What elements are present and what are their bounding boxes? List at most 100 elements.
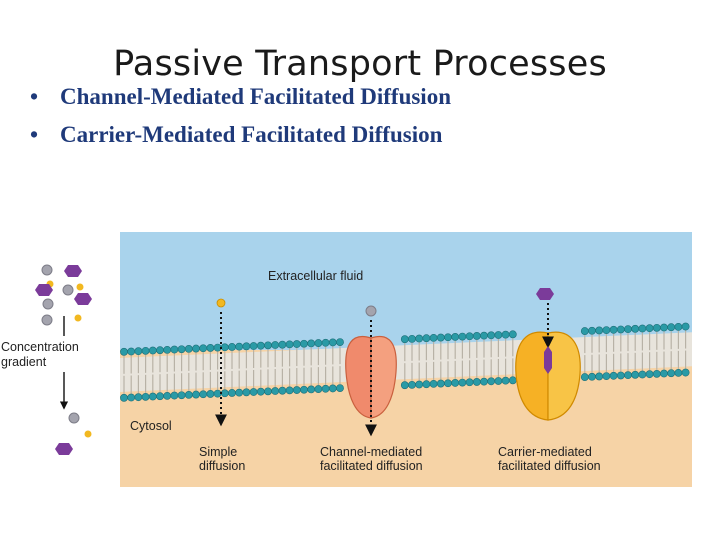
lipid-head bbox=[422, 334, 431, 343]
lipid-head bbox=[285, 340, 294, 349]
lipid-head bbox=[192, 344, 200, 353]
bullet-text-carrier: Carrier-Mediated Facilitated Diffusion bbox=[60, 122, 443, 147]
hexagon-molecule bbox=[536, 288, 554, 300]
lipid-head bbox=[256, 341, 265, 350]
lipid-head bbox=[199, 390, 208, 399]
hexagon-molecule bbox=[35, 284, 53, 296]
lipid-head bbox=[328, 338, 337, 347]
lipid-head bbox=[616, 371, 625, 380]
lipid-head bbox=[472, 378, 481, 386]
gray-molecule bbox=[41, 264, 53, 276]
lipid-head bbox=[141, 346, 150, 355]
lipid-head bbox=[336, 384, 344, 392]
bullet-item: •Carrier-Mediated Facilitated Diffusion bbox=[30, 122, 451, 160]
lipid-head bbox=[228, 343, 236, 351]
lipid-head bbox=[667, 323, 676, 332]
lipid-head bbox=[156, 392, 164, 401]
lipid-head bbox=[602, 326, 611, 335]
simple-diffusion-path bbox=[215, 298, 227, 427]
lipid-head bbox=[429, 333, 438, 342]
carrier-protein bbox=[515, 288, 581, 421]
lipid-head bbox=[256, 387, 265, 396]
small-molecule bbox=[74, 314, 82, 322]
lipid-head bbox=[480, 377, 488, 386]
lipid-head bbox=[624, 371, 632, 380]
gradient-label-line2: gradient bbox=[1, 355, 47, 369]
lipid-head bbox=[163, 391, 172, 400]
slide-title: Passive Transport Processes bbox=[113, 44, 607, 84]
lipid-head bbox=[458, 332, 467, 341]
lipid-head bbox=[206, 344, 215, 352]
lipid-head bbox=[494, 377, 503, 385]
lipid-head bbox=[292, 340, 301, 348]
gray-molecule bbox=[68, 412, 80, 424]
lipid-head bbox=[242, 388, 251, 397]
extracellular-label: Extracellular fluid bbox=[268, 269, 363, 283]
lipid-head bbox=[314, 339, 323, 347]
lipid-head bbox=[120, 393, 128, 402]
lipid-head bbox=[472, 332, 481, 340]
lipid-head bbox=[631, 324, 640, 333]
carrier-protein-right bbox=[547, 331, 581, 421]
lipid-head bbox=[681, 322, 690, 331]
channel-mediated-label-line2: facilitated diffusion bbox=[320, 459, 423, 473]
lipid-head bbox=[336, 338, 344, 346]
small-molecule bbox=[216, 298, 226, 308]
lipid-head bbox=[235, 388, 244, 397]
lipid-head bbox=[278, 386, 287, 395]
lipid-head bbox=[487, 331, 496, 340]
lipid-head bbox=[206, 390, 215, 398]
lipid-head bbox=[422, 380, 431, 389]
lipid-head bbox=[134, 393, 143, 402]
bullet-list: •Channel-Mediated Facilitated Diffusion … bbox=[30, 84, 451, 160]
lipid-head bbox=[127, 347, 136, 356]
lipid-head bbox=[408, 334, 416, 343]
gradient-label-line1: Concentration bbox=[1, 340, 79, 354]
lipid-head bbox=[595, 372, 604, 381]
lipid-head bbox=[444, 333, 452, 342]
lipid-head bbox=[624, 325, 632, 334]
carrier-protein-left bbox=[515, 331, 549, 421]
lipid-head bbox=[667, 369, 676, 378]
lipid-head bbox=[638, 324, 647, 333]
lipid-head bbox=[199, 344, 208, 353]
lipid-head bbox=[458, 378, 467, 387]
small-molecule bbox=[84, 430, 92, 438]
lipid-head bbox=[588, 326, 596, 335]
lipid-head bbox=[264, 341, 272, 350]
lipid-head bbox=[501, 376, 510, 385]
lipid-head bbox=[141, 392, 150, 401]
gray-molecule bbox=[62, 284, 74, 296]
lipid-head bbox=[170, 391, 179, 400]
lipid-head bbox=[444, 379, 452, 388]
lipid-head bbox=[300, 385, 308, 394]
lipid-head bbox=[134, 347, 143, 356]
gray-molecule bbox=[42, 298, 54, 310]
lipid-head bbox=[300, 339, 308, 348]
lipid-head bbox=[400, 335, 409, 344]
channel-mediated-label-line1: Channel-mediated bbox=[320, 445, 422, 459]
hexagon-molecule-bound bbox=[544, 346, 552, 374]
simple-diffusion-label-line2: diffusion bbox=[199, 459, 245, 473]
cytosol-label: Cytosol bbox=[130, 419, 172, 433]
gray-molecule bbox=[41, 314, 53, 326]
lipid-head bbox=[674, 322, 683, 331]
lipid-head bbox=[638, 370, 647, 379]
lipid-head bbox=[429, 379, 438, 388]
lipid-head bbox=[681, 368, 690, 377]
lipid-head bbox=[285, 386, 294, 395]
lipid-head bbox=[580, 373, 589, 381]
lipid-head bbox=[156, 346, 164, 355]
lipid-head bbox=[408, 380, 416, 389]
lipid-head bbox=[465, 332, 474, 341]
lipid-head bbox=[321, 384, 330, 393]
lipid-head bbox=[508, 376, 517, 385]
lipid-head bbox=[415, 380, 424, 389]
hexagon-molecule bbox=[64, 265, 82, 277]
small-molecule bbox=[76, 283, 84, 291]
lipid-head bbox=[120, 347, 128, 356]
lipid-head bbox=[307, 339, 316, 348]
lipid-head bbox=[148, 392, 157, 401]
lipid-head bbox=[609, 371, 618, 380]
